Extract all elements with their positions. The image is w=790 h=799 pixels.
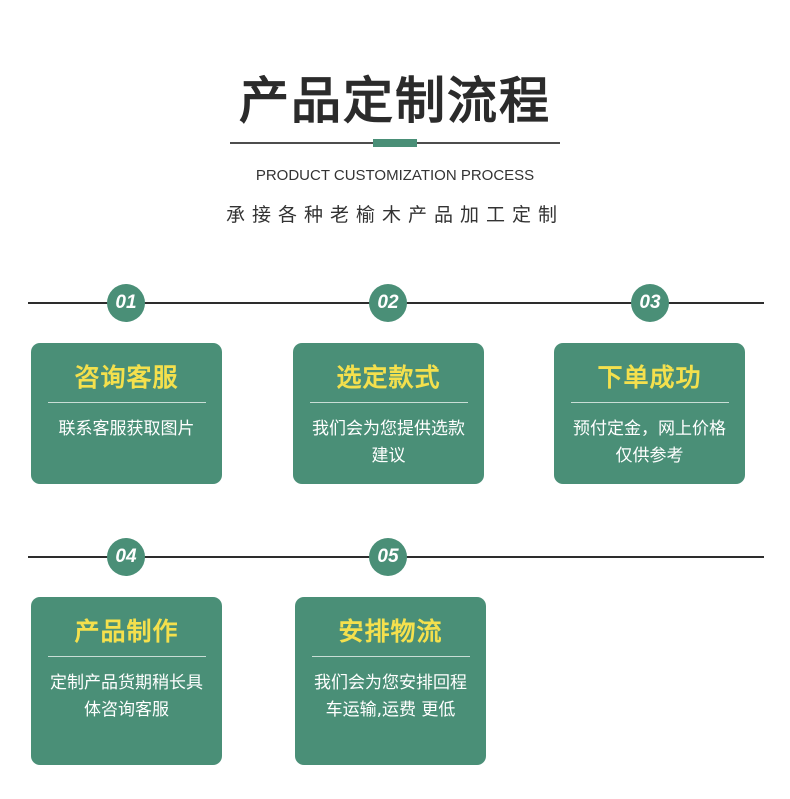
subtitle-chinese: 承接各种老榆木产品加工定制 [225,204,564,226]
step-description: 联系客服获取图片 [58,419,195,439]
card-divider [309,402,468,403]
step-number-badge: 05 [369,538,407,576]
card-divider [47,402,206,403]
step-title: 下单成功 [597,363,702,392]
step-card: 下单成功 预付定金，网上价格仅供参考 [554,343,745,484]
step-title: 咨询客服 [74,363,179,392]
step-title: 选定款式 [336,363,441,392]
step-card: 安排物流 我们会为您安排回程车运输,运费 更低 [295,597,486,765]
step-description: 定制产品货期稍长具体咨询客服 [50,673,203,720]
card-divider [570,402,729,403]
step-number-badge: 01 [107,284,145,322]
subtitle-english: PRODUCT CUSTOMIZATION PROCESS [255,167,535,184]
step-number-badge: 03 [631,284,669,322]
step-title: 安排物流 [338,617,443,646]
card-divider [311,656,470,657]
step-description: 预付定金，网上价格仅供参考 [573,419,726,466]
step-number-badge: 04 [107,538,145,576]
step-card: 选定款式 我们会为您提供选款建议 [293,343,484,484]
title-accent-bar [373,139,417,147]
step-title: 产品制作 [74,617,179,646]
card-divider [47,656,206,657]
step-number-badge: 02 [369,284,407,322]
step-card: 产品制作 定制产品货期稍长具体咨询客服 [31,597,222,765]
step-description: 我们会为您提供选款建议 [312,419,465,466]
step-card: 咨询客服 联系客服获取图片 [31,343,222,484]
step-description: 我们会为您安排回程车运输,运费 更低 [314,673,467,720]
page-title: 产品定制流程 [239,72,551,130]
